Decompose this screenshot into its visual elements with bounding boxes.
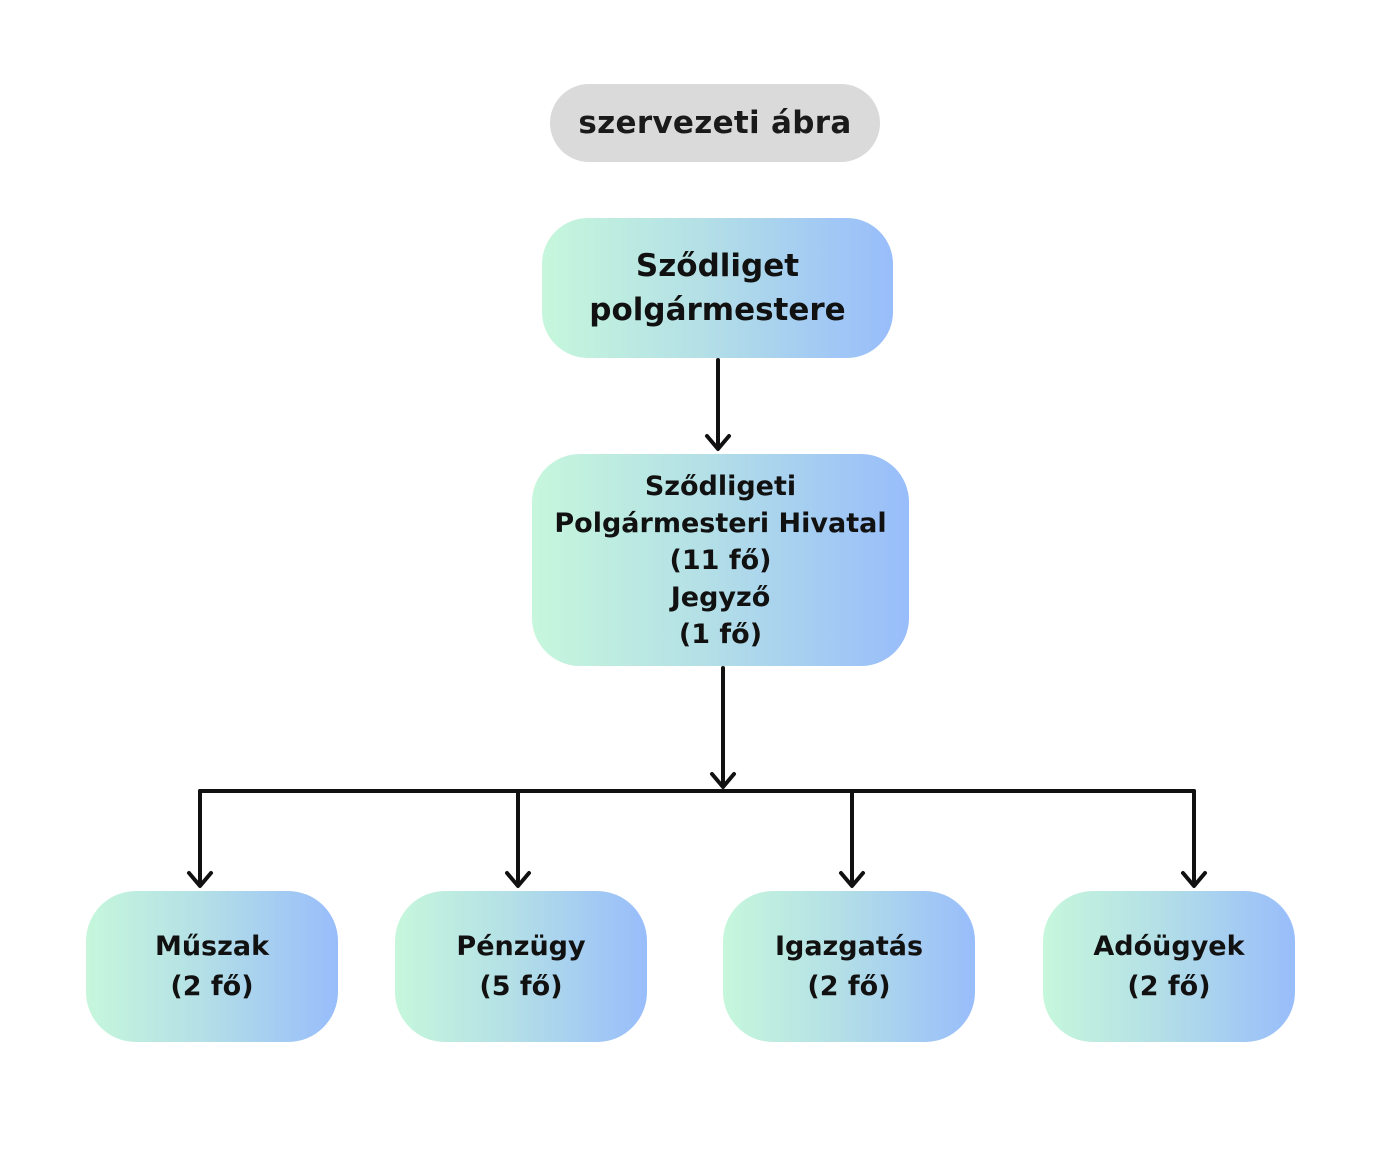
arrowhead-adougyek — [1181, 871, 1207, 888]
arrowhead-muszak — [187, 871, 213, 888]
node-department-igazgatas: Igazgatás (2 fő) — [723, 891, 975, 1042]
department-name: Műszak — [154, 930, 270, 962]
node-department-adougyek: Adóügyek (2 fő) — [1043, 891, 1295, 1042]
arrowhead-office — [705, 434, 731, 451]
node-office-line-3: (11 fő) — [669, 544, 772, 576]
arrowhead-bus — [710, 772, 736, 789]
node-office-line-5: (1 fő) — [678, 618, 763, 650]
node-mayor-line-1: Sződliget — [635, 248, 800, 284]
department-name: Adóügyek — [1093, 930, 1245, 962]
node-office-line-1: Sződligeti — [644, 470, 797, 502]
department-staff: (2 fő) — [1127, 970, 1211, 1002]
node-mayor: Sződliget polgármestere — [542, 218, 893, 358]
arrowhead-igazgatas — [839, 871, 865, 888]
department-name: Pénzügy — [456, 930, 586, 962]
department-staff: (2 fő) — [170, 970, 254, 1002]
node-office: Sződligeti Polgármesteri Hivatal (11 fő)… — [532, 454, 909, 666]
department-name: Igazgatás — [774, 930, 924, 962]
node-department-muszak: Műszak (2 fő) — [86, 891, 338, 1042]
node-mayor-line-2: polgármestere — [589, 292, 846, 328]
arrowhead-penzugy — [505, 871, 531, 888]
department-staff: (2 fő) — [807, 970, 891, 1002]
diagram-title: szervezeti ábra — [550, 84, 880, 162]
node-office-line-2: Polgármesteri Hivatal — [554, 507, 887, 539]
node-office-line-4: Jegyző — [670, 581, 771, 613]
node-department-penzugy: Pénzügy (5 fő) — [395, 891, 647, 1042]
department-staff: (5 fő) — [479, 970, 563, 1002]
